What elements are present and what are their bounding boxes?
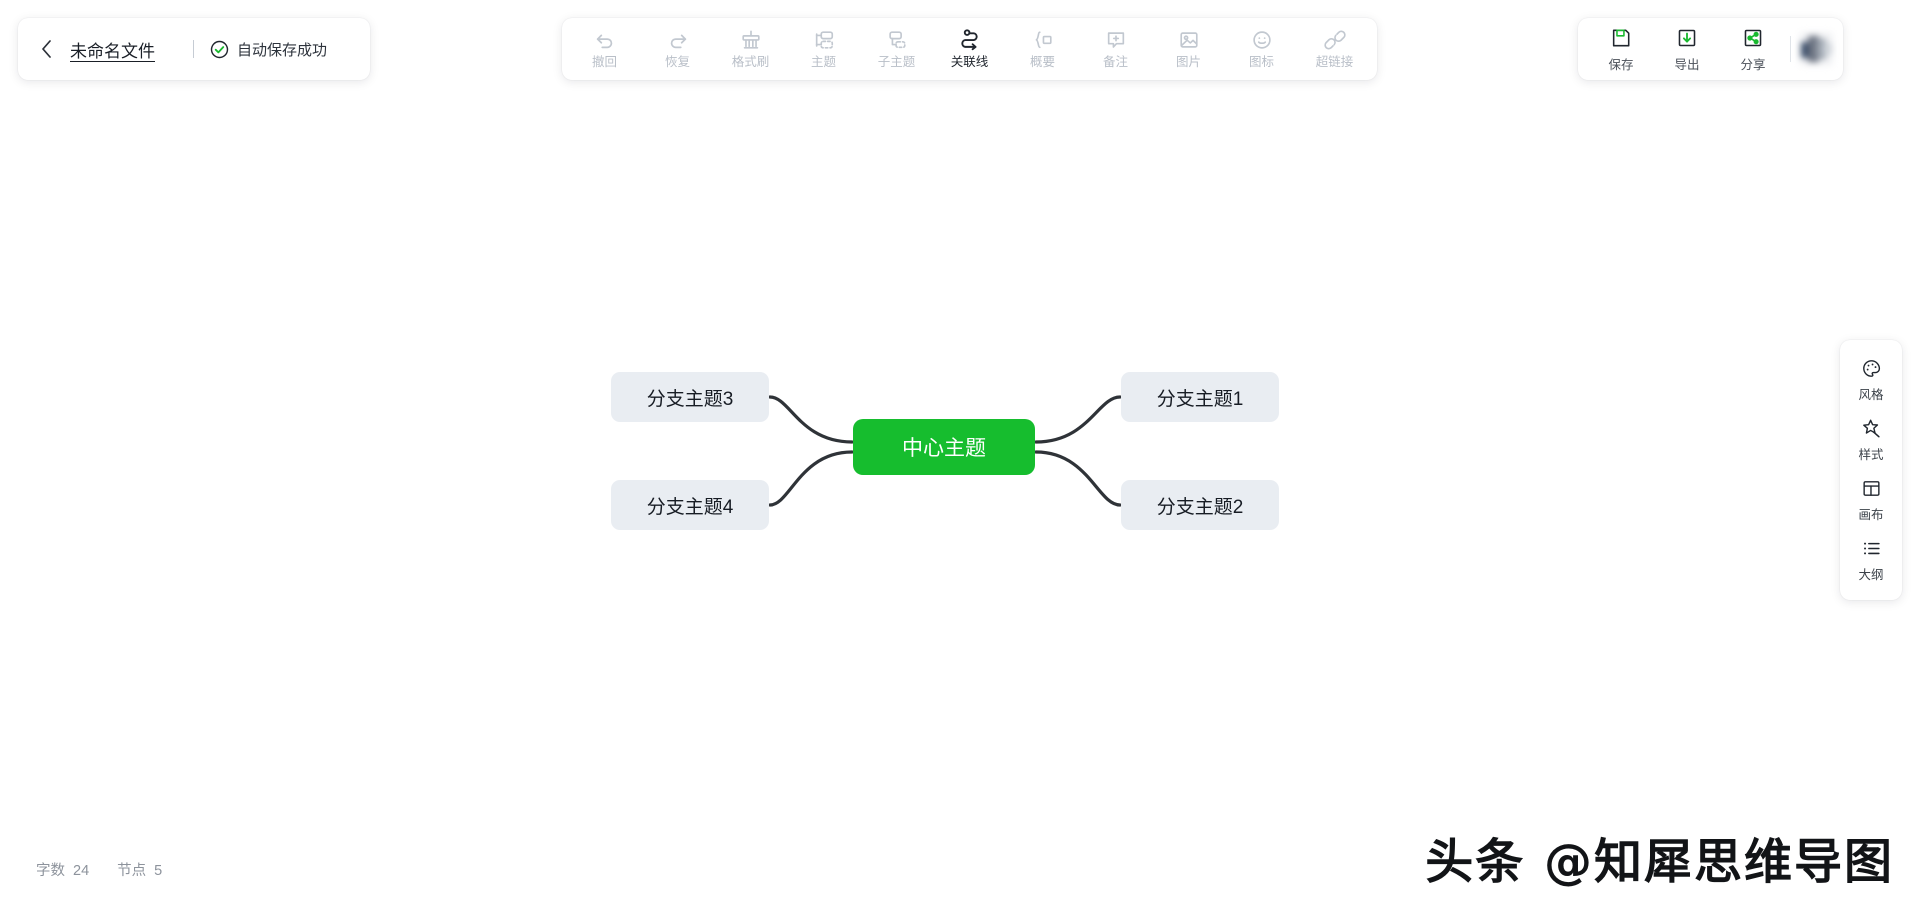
toolbar-item-format-brush[interactable]: 格式刷 (714, 18, 787, 80)
toolbar-label: 撤回 (591, 55, 617, 70)
relation-line-icon (958, 29, 981, 51)
toolbar-item-redo[interactable]: 恢复 (641, 18, 714, 80)
toolbar-item-relation-line[interactable]: 关联线 (933, 18, 1006, 80)
outline-list-icon (1861, 538, 1882, 564)
export-button[interactable]: 导出 (1654, 18, 1720, 80)
star-style-icon (1861, 418, 1882, 444)
main-toolbar: 撤回 恢复 (562, 18, 1377, 80)
sidebar-label: 大纲 (1858, 568, 1884, 583)
chevron-left-icon (41, 40, 51, 58)
toolbar-label: 超链接 (1315, 55, 1354, 70)
subtopic-icon (886, 29, 908, 51)
toolbar-label: 主题 (810, 55, 836, 70)
node-label: 分支主题1 (1156, 388, 1244, 410)
check-circle-icon (210, 40, 229, 58)
toolbar-label: 图标 (1248, 55, 1274, 70)
node-label: 分支主题2 (1156, 496, 1244, 518)
toolbar-item-topic[interactable]: 主题 (787, 18, 860, 80)
sidebar-label: 风格 (1858, 388, 1884, 403)
sidebar-item-canvas[interactable]: 画布 (1840, 470, 1902, 530)
format-brush-icon (740, 29, 762, 51)
toolbar-item-summary[interactable]: 概要 (1006, 18, 1079, 80)
autosave-label: 自动保存成功 (237, 41, 328, 59)
toolbar-label: 概要 (1029, 55, 1055, 70)
toolbar-label: 图片 (1175, 55, 1201, 70)
summary-brace-icon (1032, 29, 1054, 51)
link-icon (1323, 29, 1346, 51)
actions-panel: 保存 导出 (1578, 18, 1843, 80)
note-plus-icon (1105, 29, 1127, 51)
canvas-layout-icon (1861, 478, 1882, 504)
toolbar-label: 关联线 (950, 55, 989, 70)
emoji-icon (1251, 29, 1273, 51)
sidebar-label: 画布 (1858, 508, 1884, 523)
action-label: 分享 (1740, 57, 1766, 72)
header-divider (193, 40, 194, 58)
image-icon (1178, 29, 1200, 51)
palette-icon (1861, 358, 1882, 384)
toolbar-label: 备注 (1102, 55, 1128, 70)
mindmap-node-branch[interactable]: 分支主题2 (1121, 480, 1279, 530)
mindmap-node-branch[interactable]: 分支主题3 (611, 372, 769, 422)
document-title[interactable]: 未命名文件 (70, 41, 155, 61)
autosave-status: 自动保存成功 (210, 39, 327, 60)
document-header-panel: 未命名文件 自动保存成功 (18, 18, 370, 80)
node-count-label: 节点 (117, 863, 147, 879)
topic-icon (813, 29, 835, 51)
sidebar-item-style[interactable]: 样式 (1840, 410, 1902, 470)
toolbar-item-subtopic[interactable]: 子主题 (860, 18, 933, 80)
sidebar-item-outline[interactable]: 大纲 (1840, 530, 1902, 590)
avatar-shape (1801, 42, 1811, 58)
share-icon (1742, 27, 1764, 54)
status-bar: 字数 24 节点 5 (36, 859, 162, 880)
save-floppy-icon (1610, 27, 1632, 54)
toolbar-label: 格式刷 (731, 55, 770, 70)
word-count-value: 24 (73, 863, 90, 879)
user-avatar[interactable] (1799, 32, 1833, 66)
action-label: 保存 (1608, 57, 1634, 72)
node-label: 分支主题4 (646, 496, 734, 518)
node-label: 分支主题3 (646, 388, 734, 410)
toolbar-label: 恢复 (664, 55, 690, 70)
action-label: 导出 (1674, 57, 1700, 72)
word-count-label: 字数 (36, 863, 65, 879)
toolbar-item-image[interactable]: 图片 (1152, 18, 1225, 80)
avatar-shape (1816, 39, 1826, 59)
toolbar-item-emoji[interactable]: 图标 (1225, 18, 1298, 80)
toolbar-item-hyperlink[interactable]: 超链接 (1298, 18, 1371, 80)
actions-divider (1790, 36, 1791, 62)
right-sidebar: 风格 样式 画布 (1840, 340, 1902, 600)
avatar-shape (1808, 36, 1819, 62)
mindmap-node-root[interactable]: 中心主题 (853, 419, 1035, 475)
node-count-status: 节点 5 (117, 859, 162, 880)
redo-icon (667, 29, 689, 51)
avatar-shape (1823, 43, 1832, 55)
sidebar-label: 样式 (1858, 448, 1884, 463)
toolbar-label: 子主题 (877, 55, 916, 70)
back-button[interactable] (36, 35, 56, 63)
word-count-status: 字数 24 (36, 859, 89, 880)
export-download-icon (1676, 27, 1698, 54)
share-button[interactable]: 分享 (1720, 18, 1786, 80)
node-count-value: 5 (154, 863, 163, 879)
toolbar-item-note[interactable]: 备注 (1079, 18, 1152, 80)
mindmap-node-branch[interactable]: 分支主题1 (1121, 372, 1279, 422)
node-label: 中心主题 (902, 437, 986, 460)
sidebar-item-style-theme[interactable]: 风格 (1840, 350, 1902, 410)
save-button[interactable]: 保存 (1588, 18, 1654, 80)
toolbar-item-undo[interactable]: 撤回 (568, 18, 641, 80)
watermark: 头条 @知犀思维导图 (1425, 834, 1894, 890)
undo-icon (594, 29, 616, 51)
mindmap-node-branch[interactable]: 分支主题4 (611, 480, 769, 530)
